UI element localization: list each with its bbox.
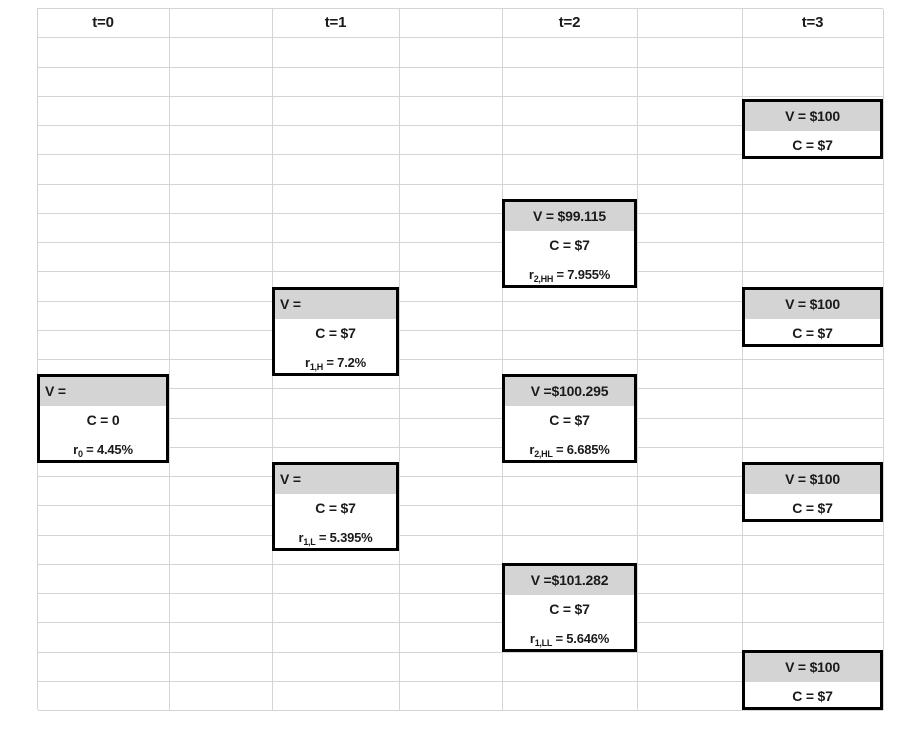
node-t0-rate: r0 = 4.45% <box>40 435 166 464</box>
grid-row <box>38 448 883 477</box>
grid-row <box>38 360 883 390</box>
grid-row <box>38 243 883 273</box>
node-t0[interactable]: V = C = 0 r0 = 4.45% <box>37 374 169 463</box>
node-t3-lll-coupon: C = $7 <box>792 688 833 704</box>
node-t2-ll[interactable]: V =$101.282 C = $7 r1,LL = 5.646% <box>502 563 637 652</box>
node-t3-hhl-coupon: C = $7 <box>792 325 833 341</box>
grid-row <box>38 565 883 594</box>
node-t1-low-value: V = <box>275 465 396 494</box>
node-t2-hh-coupon: C = $7 <box>549 237 590 253</box>
grid-row <box>38 185 883 214</box>
node-t0-value: V = <box>40 377 166 406</box>
node-t2-hl-rate: r2,HL = 6.685% <box>505 435 634 464</box>
grid-column <box>38 9 884 710</box>
time-header-t1: t=1 <box>324 14 347 31</box>
time-header-t2: t=2 <box>558 14 581 31</box>
node-t2-hh-rate-subscript: 2,HH <box>533 274 554 284</box>
node-t1-high[interactable]: V = C = $7 r1,H = 7.2% <box>272 287 399 376</box>
node-t1-high-rate-value: = 7.2% <box>322 355 366 370</box>
node-t3-hll-coupon: C = $7 <box>792 500 833 516</box>
time-header-t0: t=0 <box>92 14 114 31</box>
node-t0-rate-symbol: r <box>73 442 79 457</box>
grid-row <box>38 536 883 565</box>
grid-row <box>38 477 883 507</box>
node-t1-low[interactable]: V = C = $7 r1,L = 5.395% <box>272 462 399 551</box>
node-t1-high-coupon: C = $7 <box>315 325 356 341</box>
node-t2-ll-rate-subscript: 1,LL <box>534 638 553 648</box>
node-t2-ll-rate: r1,LL = 5.646% <box>505 624 634 653</box>
grid-row <box>38 506 883 536</box>
grid-row <box>38 653 883 682</box>
grid-row <box>38 272 883 302</box>
node-t1-low-rate-value: = 5.395% <box>315 530 373 545</box>
node-t3-hhh[interactable]: V = $100 C = $7 <box>742 99 883 159</box>
node-t1-low-coupon: C = $7 <box>315 500 356 516</box>
node-t2-hh[interactable]: V = $99.115 C = $7 r2,HH = 7.955% <box>502 199 637 288</box>
node-t1-high-rate-symbol: r <box>304 355 310 370</box>
node-t1-low-rate: r1,L = 5.395% <box>275 523 396 552</box>
node-t3-lll-value: V = $100 <box>745 653 880 682</box>
spreadsheet-grid <box>37 8 884 711</box>
node-t1-high-rate-subscript: 1,H <box>309 362 323 372</box>
node-t3-hll-value: V = $100 <box>745 465 880 494</box>
node-t3-hll[interactable]: V = $100 C = $7 <box>742 462 883 522</box>
node-t1-low-rate-subscript: 1,L <box>303 537 316 547</box>
node-t2-ll-coupon: C = $7 <box>549 601 590 617</box>
grid-row <box>38 38 883 68</box>
grid-row <box>38 302 883 331</box>
node-t2-hl-rate-symbol: r <box>529 442 535 457</box>
node-t2-hl-coupon: C = $7 <box>549 412 590 428</box>
node-t2-ll-rate-value: = 5.646% <box>552 631 610 646</box>
node-t2-ll-value: V =$101.282 <box>505 566 634 595</box>
node-t2-hh-rate-value: = 7.955% <box>553 267 611 282</box>
node-t3-lll[interactable]: V = $100 C = $7 <box>742 650 883 710</box>
grid-row <box>38 419 883 448</box>
grid-column <box>38 9 170 710</box>
node-t2-hl-value: V =$100.295 <box>505 377 634 406</box>
node-t0-rate-value: = 4.45% <box>82 442 133 457</box>
node-t1-high-value: V = <box>275 290 396 319</box>
node-t2-ll-rate-symbol: r <box>529 631 535 646</box>
node-t3-hhl[interactable]: V = $100 C = $7 <box>742 287 883 347</box>
node-t1-high-rate: r1,H = 7.2% <box>275 348 396 377</box>
node-t2-hh-rate-symbol: r <box>528 267 534 282</box>
grid-row <box>38 331 883 360</box>
grid-column <box>38 9 503 710</box>
grid-row <box>38 97 883 126</box>
grid-row <box>38 623 883 653</box>
node-t3-hhh-coupon: C = $7 <box>792 137 833 153</box>
grid-row <box>38 126 883 156</box>
node-t0-rate-subscript: 0 <box>78 449 83 459</box>
grid-column <box>38 9 400 710</box>
grid-row <box>38 9 883 39</box>
node-t2-hl-rate-value: = 6.685% <box>552 442 610 457</box>
node-t2-hl[interactable]: V =$100.295 C = $7 r2,HL = 6.685% <box>502 374 637 463</box>
grid-row <box>38 68 883 97</box>
node-t1-low-rate-symbol: r <box>298 530 304 545</box>
node-t0-coupon: C = 0 <box>86 412 120 428</box>
grid-row <box>38 155 883 185</box>
time-header-t3: t=3 <box>801 14 824 31</box>
grid-row <box>38 389 883 419</box>
grid-row <box>38 214 883 243</box>
grid-column <box>38 9 638 710</box>
grid-row <box>38 682 883 711</box>
node-t2-hl-rate-subscript: 2,HL <box>534 449 553 459</box>
node-t3-hhh-value: V = $100 <box>745 102 880 131</box>
node-t3-hhl-value: V = $100 <box>745 290 880 319</box>
grid-column <box>38 9 743 710</box>
node-t2-hh-rate: r2,HH = 7.955% <box>505 260 634 289</box>
grid-row <box>38 594 883 624</box>
node-t2-hh-value: V = $99.115 <box>505 202 634 231</box>
